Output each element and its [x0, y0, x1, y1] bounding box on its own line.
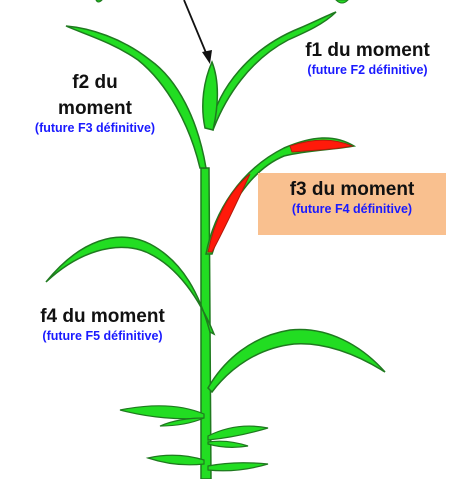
label-f3-subtitle: (future F4 définitive): [291, 201, 413, 216]
label-f3-title: f3 du moment: [289, 179, 415, 200]
arrow-line: [183, 0, 210, 61]
leaf-sheath-rolled: [202, 60, 219, 131]
label-f1-title: f1 du moment: [305, 40, 430, 61]
leaf-f2: [65, 25, 207, 169]
arrow-head: [202, 50, 212, 64]
leaflet-right-3: [207, 462, 269, 472]
leaflet-left-2: [159, 417, 205, 427]
leaf-f3-red-tip: [289, 139, 354, 153]
label-f1-subtitle: (future F2 définitive): [307, 62, 428, 77]
label-f2-subtitle: (future F3 définitive): [34, 121, 156, 136]
leaf-f1: [209, 11, 337, 132]
label-f4-subtitle: (future F5 définitive): [42, 328, 163, 343]
leaflet-left-1: [119, 405, 205, 420]
leaflet-left-3: [145, 454, 205, 466]
leaflet-right-2: [207, 440, 249, 448]
label-f2-title-line2: moment: [58, 97, 132, 119]
label-f3-box: f3 du moment (future F4 définitive): [258, 173, 446, 235]
top-leaf-fragment-left: [95, 0, 103, 3]
lower-leaflets: [119, 405, 269, 472]
label-f1: f1 du moment (future F2 définitive): [280, 40, 455, 78]
label-f4-title: f4 du moment: [40, 306, 165, 327]
leaf-lower-right: [207, 328, 386, 394]
label-f2: f2 du moment (future F3 définitive): [5, 70, 185, 136]
label-f4: f4 du moment (future F5 définitive): [10, 306, 195, 344]
label-f2-title-line1: f2 du: [72, 72, 118, 93]
leaf-f4: [45, 236, 216, 336]
leaf-f3-red-zone: [207, 173, 251, 253]
top-leaf-fragment-right: [335, 0, 349, 4]
leaflet-right-1: [207, 425, 269, 441]
